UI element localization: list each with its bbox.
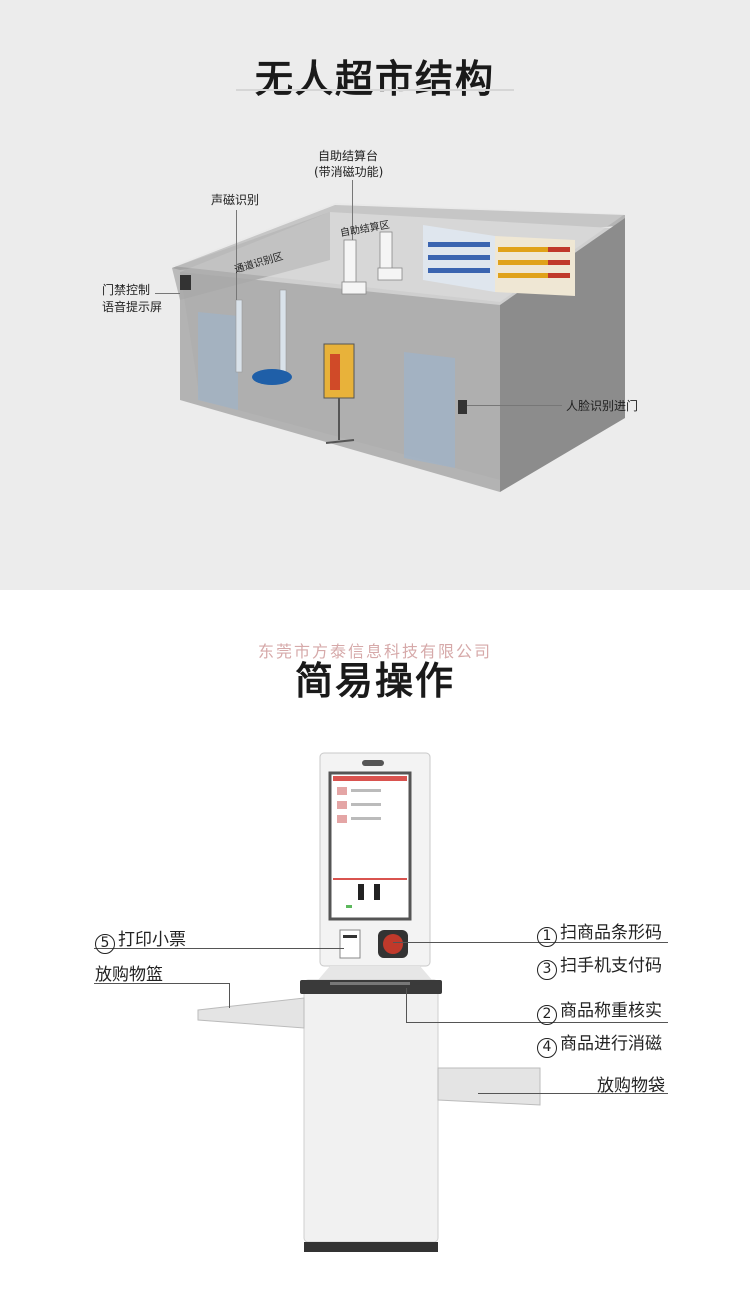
basket-label: 放购物篮 [95, 965, 163, 985]
checkout-kiosks [341, 231, 403, 295]
label-face-entry: 人脸识别进门 [566, 399, 639, 413]
kiosk-screen [328, 771, 412, 921]
line-basket-drop [229, 983, 230, 1008]
basket-shelf [197, 997, 305, 1029]
company-watermark: 东莞市方泰信息科技有限公司 [257, 642, 492, 661]
leader-checkout [352, 180, 353, 240]
exit-door [198, 312, 238, 410]
leader-sound [236, 210, 237, 300]
label-access-1: 门禁控制 [102, 283, 151, 297]
line-weigh-drop [406, 988, 407, 1023]
access-panel [180, 275, 191, 290]
step-number-5: 5 [95, 934, 115, 954]
easy-operation-title: 简易操作 [294, 659, 455, 703]
label-checkout-2: (带消磁功能) [314, 165, 384, 179]
floor-marker [252, 369, 292, 385]
kiosk-base [304, 1242, 438, 1252]
step-number-2: 2 [537, 1005, 557, 1025]
step-number-1: 1 [537, 927, 557, 947]
printer-slot [339, 929, 361, 959]
title-underline [236, 89, 514, 91]
label-access-2: 语音提示屏 [102, 300, 163, 314]
face-scanner [458, 400, 467, 414]
line-weigh [406, 1022, 668, 1023]
step-number-3: 3 [537, 960, 557, 980]
store-structure-section: 无人超市结构 [0, 0, 750, 590]
camera-bar [362, 760, 384, 766]
bag-label: 放购物袋 [597, 1076, 665, 1096]
store-structure-title: 无人超市结构 [254, 57, 495, 101]
leader-face [467, 405, 562, 406]
line-bag [478, 1093, 668, 1094]
entry-door [404, 352, 455, 468]
label-sound-mag: 声磁识别 [211, 193, 260, 207]
store-3d-illustration [172, 203, 625, 492]
bag-shelf [437, 1067, 541, 1106]
label-checkout-1: 自助结算台 [318, 149, 379, 163]
step-number-4: 4 [537, 1038, 557, 1058]
leader-access [155, 293, 180, 294]
line-scan [393, 942, 668, 943]
line-print [94, 948, 344, 949]
line-basket [94, 983, 230, 984]
kiosk-neck [318, 966, 432, 980]
kiosk-body [303, 979, 439, 1243]
